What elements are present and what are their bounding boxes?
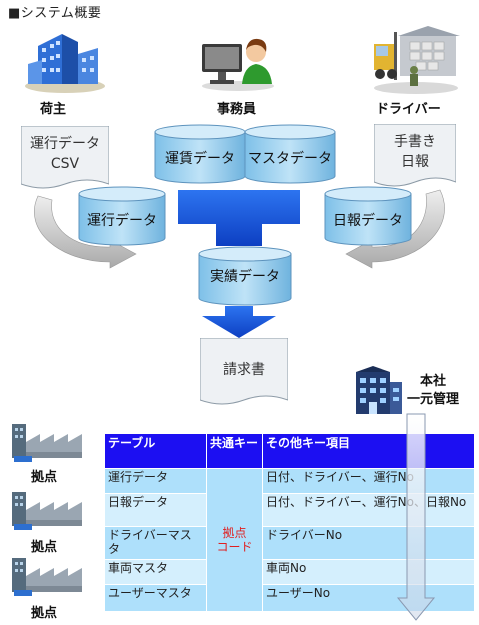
table-row: 日報データ 日付、ドライバー、運行No、日報No — [104, 493, 475, 527]
doc-handwritten-line1: 手書き — [394, 134, 436, 150]
site-label-3: 拠点 — [31, 606, 58, 621]
db-actual-data: 実績データ — [198, 246, 292, 306]
header-table: テーブル — [104, 433, 207, 469]
site-label-1: 拠点 — [31, 470, 58, 485]
doc-handwritten-report: 手書き 日報 — [374, 124, 456, 188]
doc-invoice-label: 請求書 — [223, 362, 265, 378]
table-name-cell: 日報データ — [104, 493, 207, 527]
office-worker-icon — [202, 38, 274, 91]
table-name-cell: 運行データ — [104, 468, 207, 494]
other-keys-cell: ドライバーNo — [262, 526, 475, 560]
db-operation-label: 運行データ — [87, 213, 157, 229]
role-shipper: 荷主 — [40, 102, 67, 117]
truck-warehouse-icon — [374, 26, 460, 94]
key-table-header-row: テーブル 共通キー その他キー項目 — [104, 433, 475, 469]
blue-funnel — [178, 190, 300, 246]
doc-handwritten-line2: 日報 — [401, 154, 429, 170]
shared-key-line1: 拠点 — [222, 526, 247, 540]
role-office-staff: 事務員 — [217, 102, 257, 117]
doc-invoice: 請求書 — [200, 338, 288, 408]
doc-operation-csv-line1: 運行データ — [30, 136, 100, 152]
doc-operation-csv: 運行データ CSV — [21, 126, 109, 189]
shared-key-line2: コード — [216, 540, 253, 554]
db-daily-report-label: 日報データ — [333, 213, 403, 229]
table-name-cell: ユーザーマスタ — [104, 584, 207, 612]
table-row: 運行データ 拠点 コード 日付、ドライバー、運行No — [104, 468, 475, 612]
table-name-cell: 車両マスタ — [104, 559, 207, 585]
db-operation-data: 運行データ — [78, 186, 166, 246]
header-other-keys: その他キー項目 — [262, 433, 475, 469]
other-keys-cell: 日付、ドライバー、運行No、日報No — [262, 493, 475, 527]
other-keys-cell: 車両No — [262, 559, 475, 585]
hq-down-arrow — [396, 413, 436, 621]
db-fare-label: 運賃データ — [165, 151, 235, 167]
db-master-label: マスタデータ — [248, 151, 332, 167]
table-row: ユーザーマスタ ユーザーNo — [104, 584, 475, 612]
factory-icon — [12, 492, 82, 530]
db-daily-report-data: 日報データ — [324, 186, 412, 246]
key-table: テーブル 共通キー その他キー項目 運行データ 拠点 コード 日付、ドライバー、… — [104, 433, 475, 612]
table-row: 車両マスタ 車両No — [104, 559, 475, 585]
down-arrow — [202, 306, 276, 338]
building-icon — [25, 34, 105, 93]
left-curved-arrow — [34, 195, 137, 269]
other-keys-cell: 日付、ドライバー、運行No — [262, 468, 475, 494]
shared-key-cell: 拠点 コード — [206, 468, 263, 612]
table-name-cell: ドライバーマスタ — [104, 526, 207, 560]
site-label-2: 拠点 — [31, 540, 58, 555]
right-curved-arrow — [345, 189, 445, 269]
db-actual-label: 実績データ — [210, 269, 280, 285]
hq-label-line1: 本社 — [419, 374, 446, 389]
other-keys-cell: ユーザーNo — [262, 584, 475, 612]
factory-icon — [12, 424, 82, 462]
db-fare-data: 運賃データ — [154, 124, 246, 184]
db-master-data: マスタデータ — [244, 124, 336, 184]
hq-building-icon — [356, 366, 402, 414]
table-row: ドライバーマスタ ドライバーNo — [104, 526, 475, 560]
hq-label-line2: 一元管理 — [406, 392, 459, 407]
doc-operation-csv-line2: CSV — [50, 156, 80, 172]
diagram-title: ■システム概要 — [8, 6, 102, 21]
role-driver: ドライバー — [376, 102, 441, 117]
header-shared-key: 共通キー — [206, 433, 263, 469]
factory-icon — [12, 558, 82, 596]
